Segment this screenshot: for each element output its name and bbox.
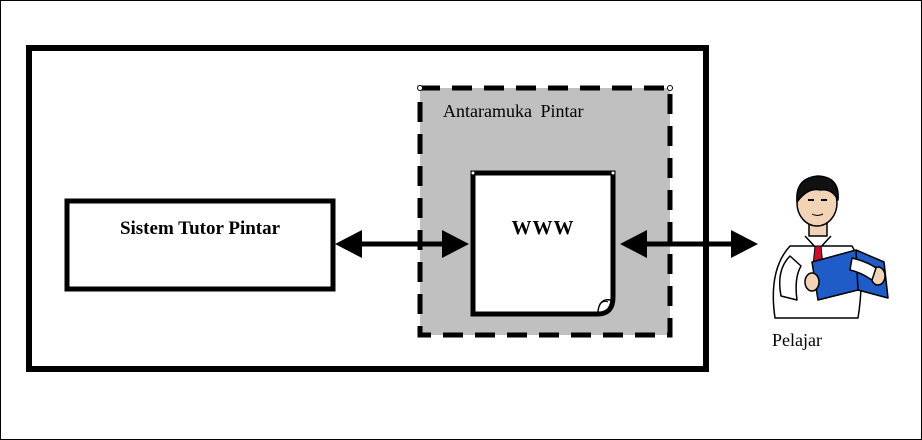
www-label: WWW <box>511 216 575 239</box>
www-document <box>470 170 616 317</box>
tutor-system-box <box>64 198 336 292</box>
www-corner-tl <box>470 170 476 176</box>
arrow-system-www <box>335 230 469 258</box>
reading-person-icon <box>772 175 889 319</box>
tutor-system-label: Sistem Tutor Pintar <box>119 218 281 239</box>
arrow-www-learner <box>620 230 758 258</box>
interface-label: Antaramuka Pintar <box>443 101 584 121</box>
learner-label: Pelajar <box>772 330 822 350</box>
interface-corner-tl <box>417 85 423 91</box>
interface-corner-tr <box>667 85 673 91</box>
www-corner-tr <box>610 170 616 176</box>
system-boundary <box>26 45 709 372</box>
www-document-curl-inner <box>599 300 609 305</box>
